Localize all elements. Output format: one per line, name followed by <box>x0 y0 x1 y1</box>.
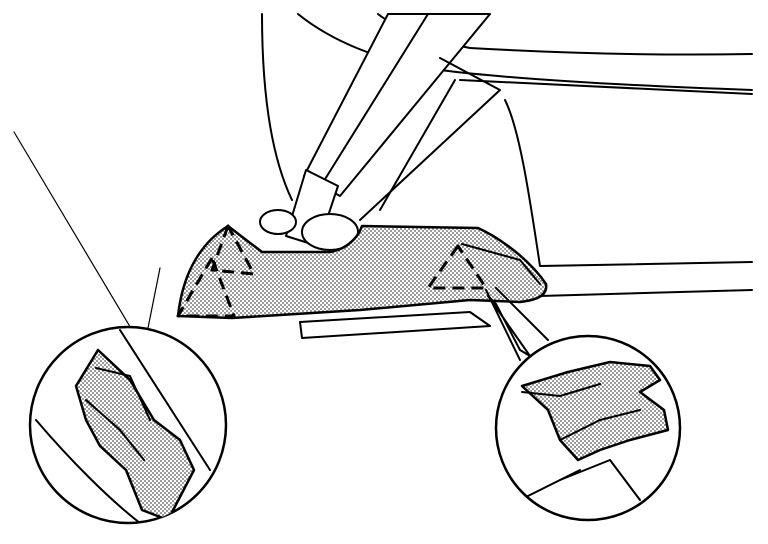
finisher-inner-edge <box>461 243 541 285</box>
right-callout-connector <box>487 295 531 357</box>
dashboard-outline <box>261 13 753 297</box>
left-callout-leader <box>13 131 133 331</box>
clip-marker-right <box>426 244 488 290</box>
right-detail-callout <box>494 334 682 522</box>
clip-marker-left-lower <box>176 256 236 318</box>
clip-location-markers <box>176 224 488 318</box>
lower-trim <box>299 311 491 339</box>
clip-marker-left-upper <box>210 224 256 276</box>
shift-column <box>259 13 501 251</box>
left-detail-callout <box>28 325 228 525</box>
clip-detail-left <box>74 348 196 522</box>
clip-detail-right <box>520 360 670 462</box>
